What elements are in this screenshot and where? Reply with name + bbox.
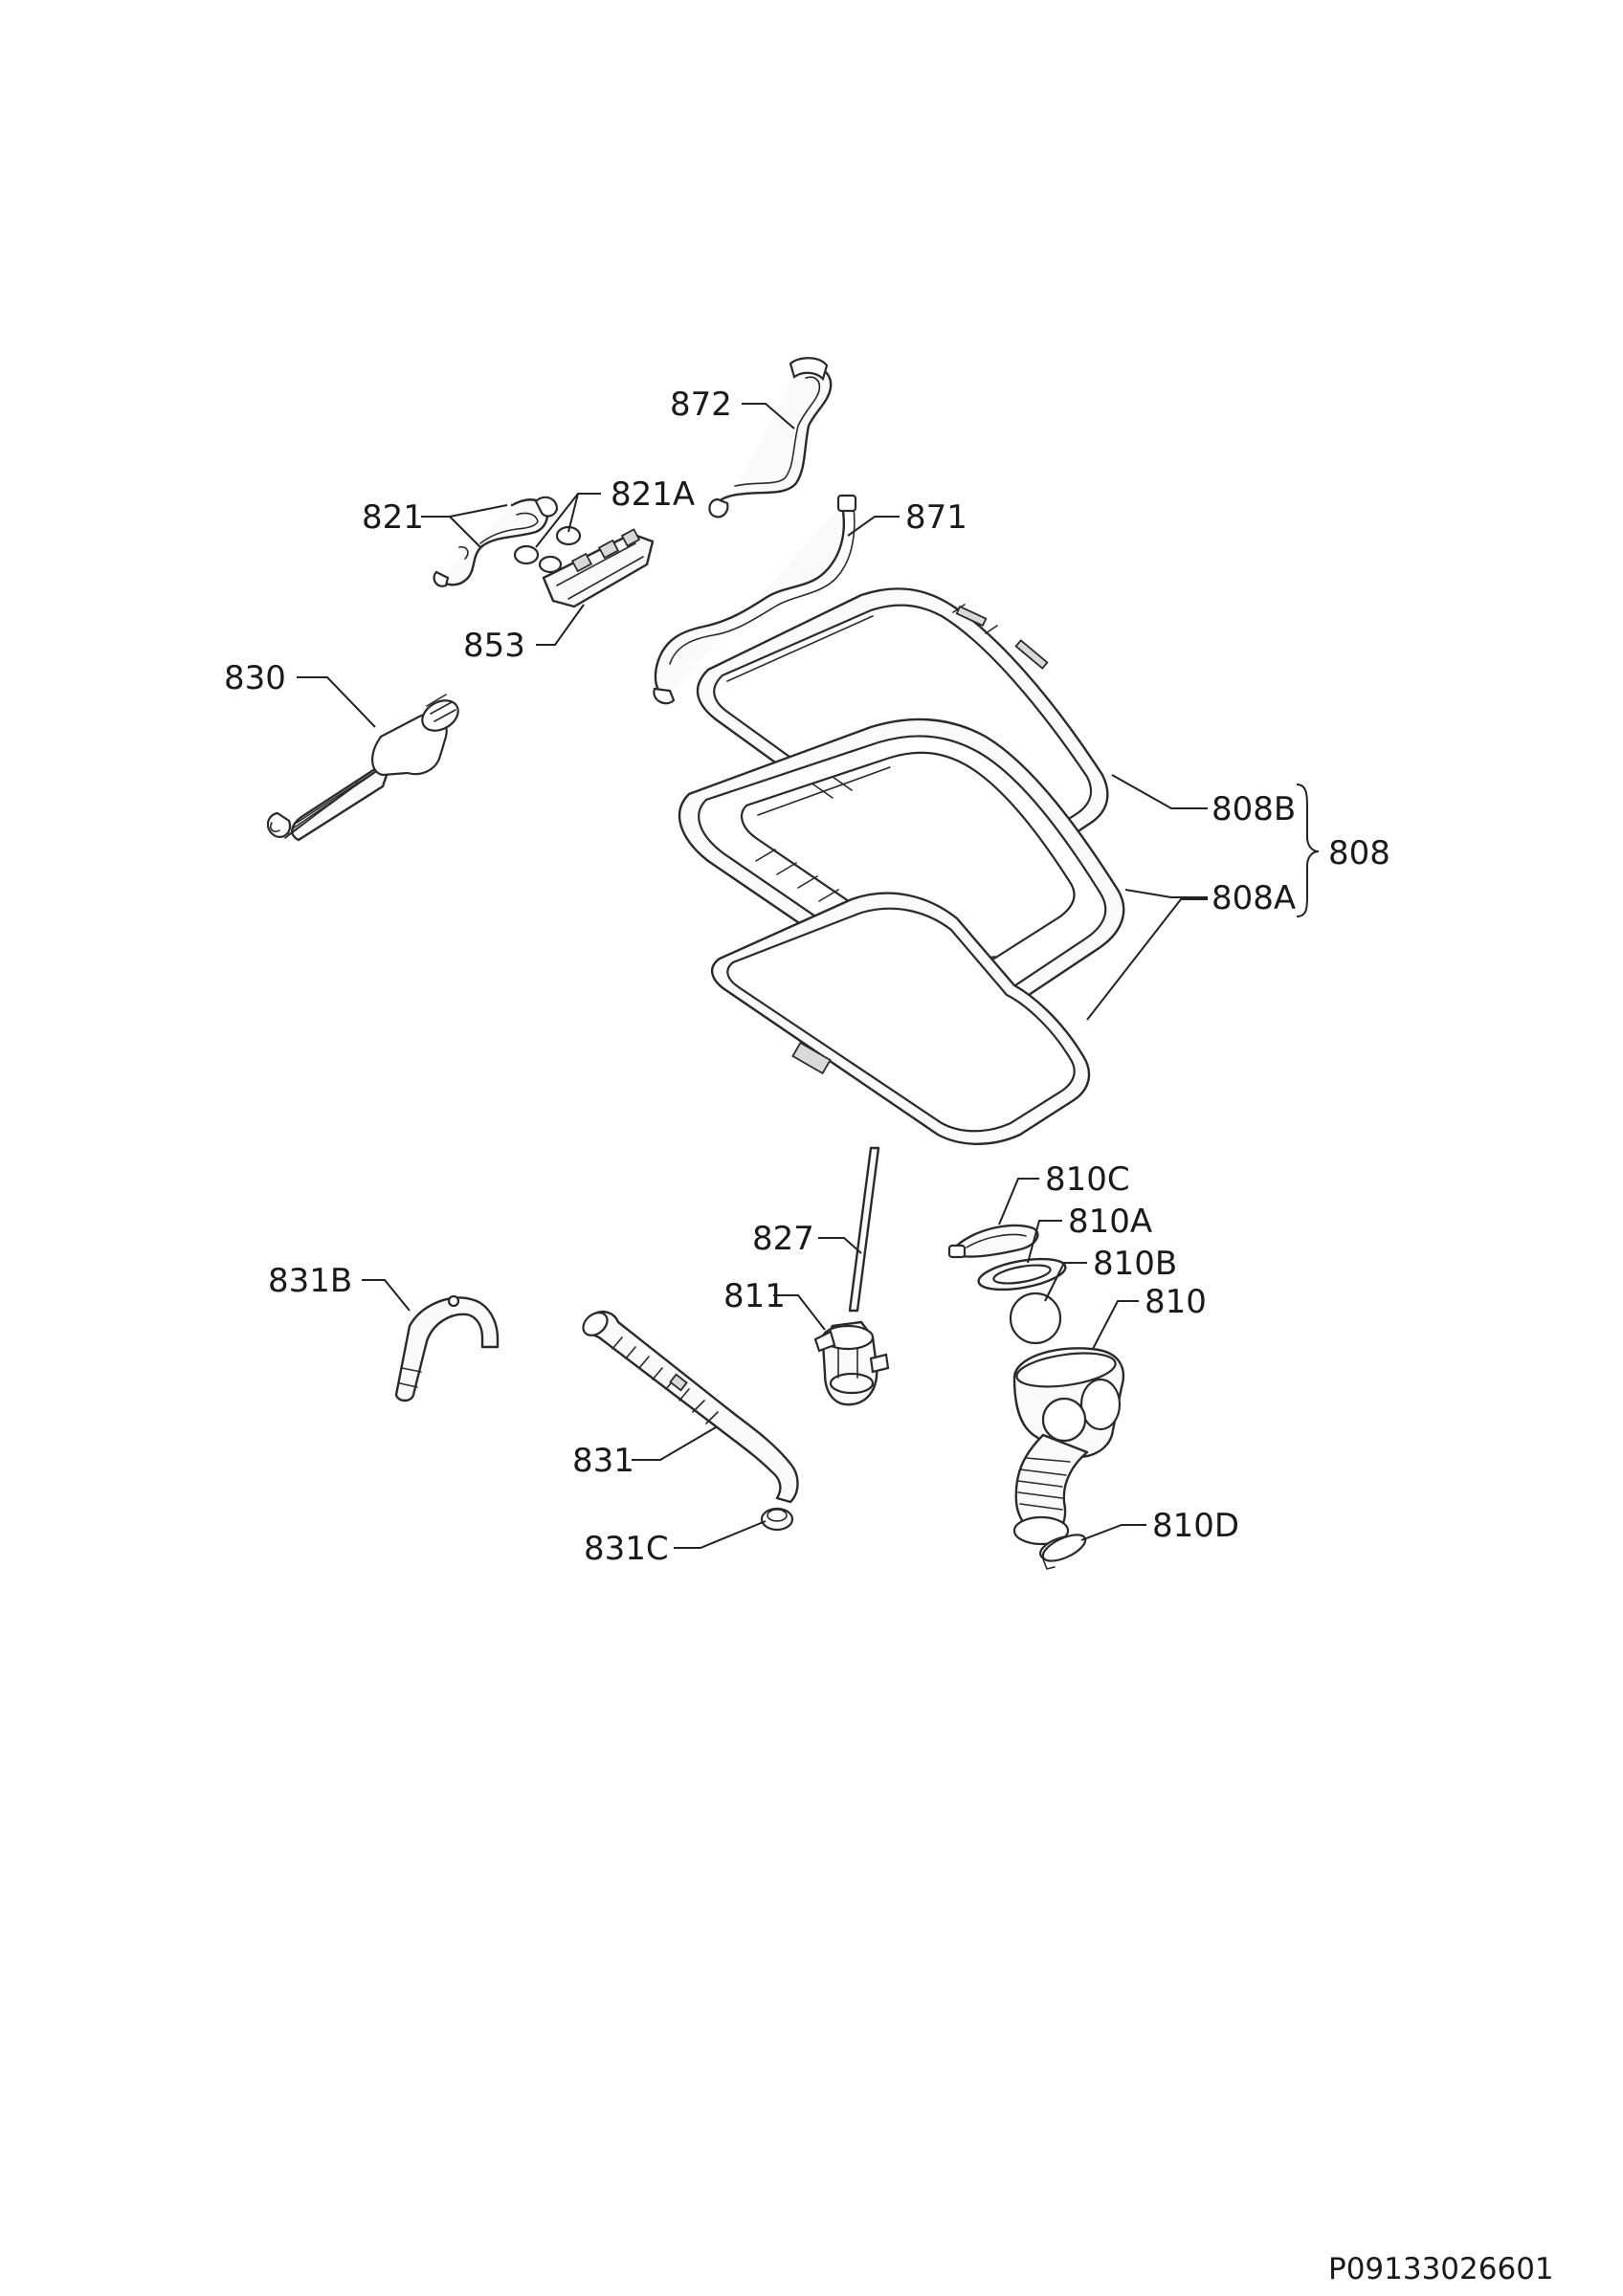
label-871: 871: [905, 498, 967, 537]
label-808A: 808A: [1212, 879, 1296, 917]
part-831C-clamp-drawing: [760, 1507, 794, 1532]
part-831B-hook-drawing: [394, 1294, 500, 1402]
label-810C: 810C: [1045, 1160, 1130, 1199]
label-821A: 821A: [611, 475, 695, 514]
part-labels: 872 821 821A 871 853 830 808B 808 808A 8…: [224, 386, 1390, 1568]
part-827-rod-drawing: [848, 1146, 880, 1313]
label-808B: 808B: [1212, 790, 1296, 828]
part-808-rim-drawing: [678, 718, 1125, 1018]
part-872-hose-drawing: [708, 357, 833, 519]
label-827: 827: [752, 1220, 814, 1258]
part-830-inlet-hose-drawing: [266, 694, 459, 842]
label-872: 872: [670, 386, 732, 424]
part-810-sump-drawing: [1012, 1347, 1125, 1570]
label-810D: 810D: [1152, 1507, 1239, 1545]
label-821: 821: [362, 498, 424, 537]
label-831: 831: [572, 1442, 634, 1480]
label-808: 808: [1328, 834, 1390, 872]
document-code: P09133026601: [1328, 2252, 1554, 2286]
part-853-bracket-drawing: [542, 528, 655, 608]
part-810A-gasket-drawing: [977, 1257, 1067, 1292]
label-831B: 831B: [268, 1262, 352, 1300]
label-853: 853: [463, 627, 525, 665]
part-808A-seal-drawing: [710, 892, 1091, 1145]
label-831C: 831C: [584, 1530, 669, 1568]
part-810B-ball-drawing: [1009, 1292, 1062, 1345]
label-830: 830: [224, 659, 286, 697]
label-811: 811: [723, 1277, 786, 1315]
part-831-drain-hose-drawing: [582, 1311, 799, 1504]
part-821-hose-drawing: [433, 496, 559, 587]
part-821A-clamps-drawing: [513, 525, 582, 574]
part-810C-drawing: [947, 1224, 1039, 1259]
part-871-hose-drawing: [653, 494, 857, 705]
label-810A: 810A: [1068, 1203, 1152, 1241]
leader-lines: [297, 403, 1208, 1549]
group-brace-808: [1296, 784, 1320, 917]
label-810B: 810B: [1093, 1245, 1177, 1283]
label-810: 810: [1145, 1283, 1207, 1321]
part-811-drawing: [813, 1320, 890, 1406]
